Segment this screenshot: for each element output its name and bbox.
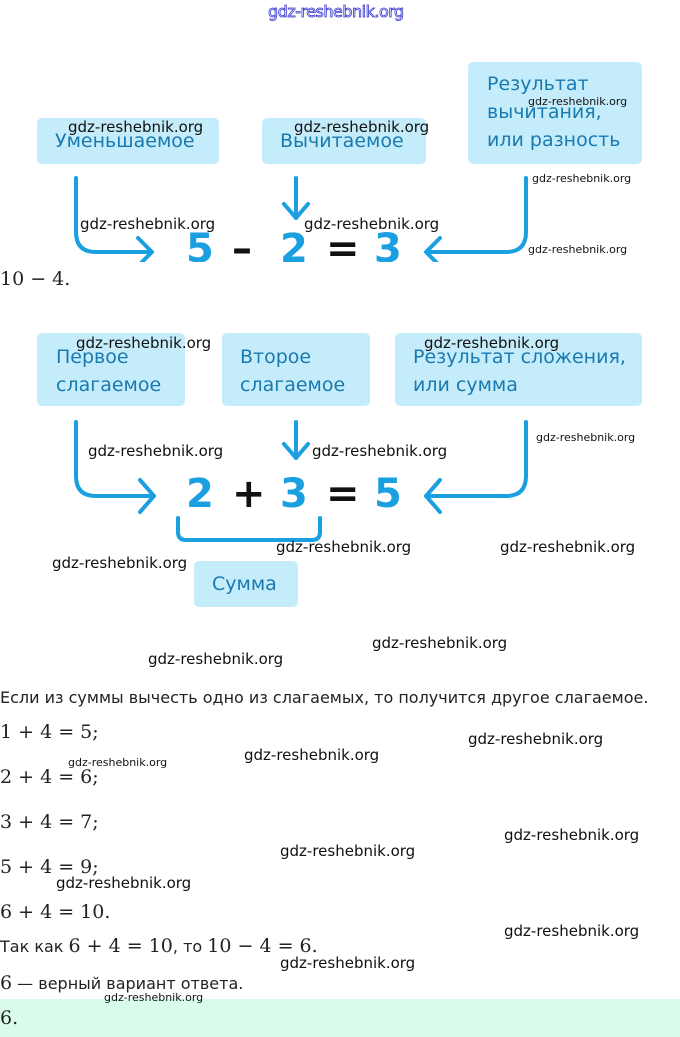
- addend1-label-line2: слагаемое: [56, 374, 162, 396]
- equation-minus: –: [232, 226, 252, 262]
- equation-equals: =: [326, 226, 360, 262]
- watermark: gdz-reshebnik.org: [280, 842, 416, 860]
- conclusion-math2: 10 − 4 = 6: [207, 935, 312, 957]
- difference-label-line1: Результат: [487, 73, 589, 95]
- difference-label-line3: или разность: [487, 129, 621, 151]
- conclusion: Так как 6 + 4 = 10, то 10 − 4 = 6.: [0, 935, 318, 957]
- difference-label-box: Результат вычитания, или разность: [468, 62, 642, 164]
- watermark: gdz-reshebnik.org: [244, 746, 380, 764]
- watermark: gdz-reshebnik.org: [104, 991, 204, 1004]
- subtrahend-label-box: Вычитаемое: [262, 118, 426, 164]
- watermark: gdz-reshebnik.org: [276, 538, 412, 556]
- watermark: gdz-reshebnik.org: [504, 826, 640, 844]
- watermark: gdz-reshebnik.org: [424, 334, 560, 352]
- minuend-label-box: Уменьшаемое: [37, 118, 219, 164]
- sum-label-line1: Результат сложения,: [413, 346, 626, 368]
- watermark: gdz-reshebnik.org: [52, 554, 188, 572]
- sum-bracket-label: Сумма: [212, 573, 277, 595]
- sum-bracket: [176, 516, 322, 542]
- watermark: gdz-reshebnik.org: [68, 118, 204, 136]
- watermark: gdz-reshebnik.org: [532, 172, 632, 185]
- arrow-subtrahend: [282, 176, 310, 220]
- check-3: 3 + 4 = 7;: [0, 811, 99, 833]
- arrow-sum: [424, 420, 528, 514]
- check-2: 2 + 4 = 6;: [0, 766, 99, 788]
- check-5: 6 + 4 = 10.: [0, 901, 111, 923]
- conclusion-suffix: .: [311, 935, 318, 957]
- watermark: gdz-reshebnik.org: [68, 756, 168, 769]
- watermark: gdz-reshebnik.org: [468, 730, 604, 748]
- watermark: gdz-reshebnik.org: [528, 243, 628, 256]
- sum-label-line2: или сумма: [413, 374, 518, 396]
- addend2-label-box: Второе слагаемое: [222, 333, 370, 406]
- watermark: gdz-reshebnik.org: [536, 431, 636, 444]
- equation-equals-2: =: [326, 471, 360, 517]
- arrow-minuend: [74, 176, 154, 262]
- watermark: gdz-reshebnik.org: [294, 118, 430, 136]
- equation-addend1: 2: [186, 471, 214, 517]
- equation-minuend: 5: [186, 226, 214, 262]
- minuend-label: Уменьшаемое: [55, 130, 195, 152]
- equation-subtrahend: 2: [280, 226, 308, 262]
- watermark: gdz-reshebnik.org: [56, 874, 192, 892]
- watermark: gdz-reshebnik.org: [80, 215, 216, 233]
- difference-label-line2: вычитания,: [487, 101, 602, 123]
- sum-label-box: Результат сложения, или сумма: [395, 333, 642, 406]
- conclusion-math1: 6 + 4 = 10: [68, 935, 173, 957]
- conclusion-prefix: Так как: [0, 937, 69, 956]
- sum-bracket-label-box: Сумма: [194, 561, 298, 607]
- equation-addend2: 3: [280, 471, 308, 517]
- watermark: gdz-reshebnik.org: [88, 442, 224, 460]
- equation-plus: +: [232, 471, 266, 517]
- verdict: 6 — верный вариант ответа.: [0, 972, 243, 994]
- watermark: gdz-reshebnik.org: [76, 334, 212, 352]
- verdict-text: — верный вариант ответа.: [12, 974, 244, 993]
- watermark: gdz-reshebnik.org: [148, 650, 284, 668]
- answer-bar: 6.: [0, 999, 680, 1037]
- watermark: gdz-reshebnik.org: [280, 954, 416, 972]
- equation-sum: 5: [374, 471, 402, 517]
- watermark: gdz-reshebnik.org: [528, 95, 628, 108]
- addend2-label-line2: слагаемое: [240, 374, 346, 396]
- watermark: gdz-reshebnik.org: [504, 922, 640, 940]
- watermark: gdz-reshebnik.org: [372, 634, 508, 652]
- arrow-difference: [424, 176, 528, 262]
- watermark: gdz-reshebnik.org: [304, 215, 440, 233]
- conclusion-middle: , то: [172, 937, 208, 956]
- addend2-label-line1: Второе: [240, 346, 312, 368]
- site-link[interactable]: gdz-reshebnik.org: [268, 2, 405, 22]
- rule-text: Если из суммы вычесть одно из слагаемых,…: [0, 688, 649, 707]
- addend1-label-box: Первое слагаемое: [37, 333, 185, 406]
- expression-10-minus-4: 10 − 4.: [0, 268, 71, 290]
- equation-difference: 3: [374, 226, 402, 262]
- verdict-math: 6: [0, 972, 13, 994]
- arrow-addend1: [74, 420, 156, 514]
- addition-arrows: [74, 420, 528, 542]
- answer-value: 6.: [0, 1007, 19, 1029]
- watermark: gdz-reshebnik.org: [500, 538, 636, 556]
- subtraction-arrows: [74, 176, 528, 262]
- subtraction-diagram: Уменьшаемое Вычитаемое Результат вычитан…: [0, 0, 680, 262]
- subtrahend-label: Вычитаемое: [280, 130, 404, 152]
- watermark: gdz-reshebnik.org: [312, 442, 448, 460]
- check-4: 5 + 4 = 9;: [0, 856, 99, 878]
- addend1-label-line1: Первое: [56, 346, 129, 368]
- arrow-addend2: [282, 420, 310, 460]
- check-1: 1 + 4 = 5;: [0, 721, 99, 743]
